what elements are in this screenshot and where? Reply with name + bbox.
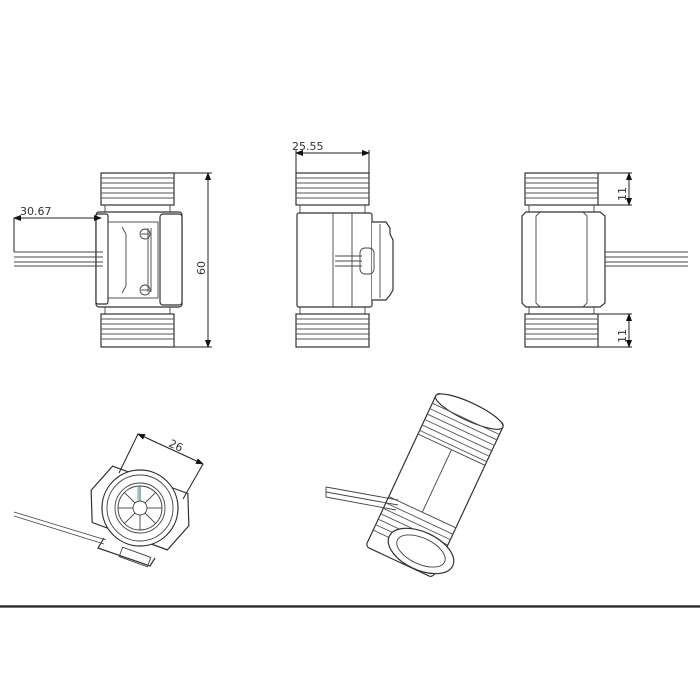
isometric-view <box>325 393 504 577</box>
impeller-blades-icon <box>118 486 162 530</box>
wire-bundle <box>14 251 103 267</box>
bottom-thread <box>100 307 175 348</box>
svg-text:26: 26 <box>167 437 185 455</box>
svg-text:60: 60 <box>195 261 208 275</box>
front-view: 30.67 60 <box>13 172 212 348</box>
svg-text:11: 11 <box>616 187 629 201</box>
dimension-wire-extension: 30.67 <box>13 205 102 252</box>
screw-icon <box>139 228 151 240</box>
dimension-body-width: 25.55 <box>292 140 370 173</box>
top-thread <box>100 172 175 212</box>
svg-text:25.55: 25.55 <box>292 140 324 153</box>
dimension-thread-top: 11 <box>598 172 632 206</box>
screw-icon <box>139 284 151 296</box>
baseline-rule <box>0 605 700 608</box>
svg-text:30.67: 30.67 <box>20 205 52 218</box>
side-view: 25.55 <box>292 140 394 348</box>
dimension-overall-length: 60 <box>174 172 212 348</box>
back-view: 11 11 <box>521 172 688 348</box>
end-view-impeller: 26 <box>13 433 204 568</box>
dimension-thread-bottom: 11 <box>598 313 632 348</box>
dimension-hex-across-flats: 26 <box>118 433 204 500</box>
svg-text:11: 11 <box>616 329 629 343</box>
